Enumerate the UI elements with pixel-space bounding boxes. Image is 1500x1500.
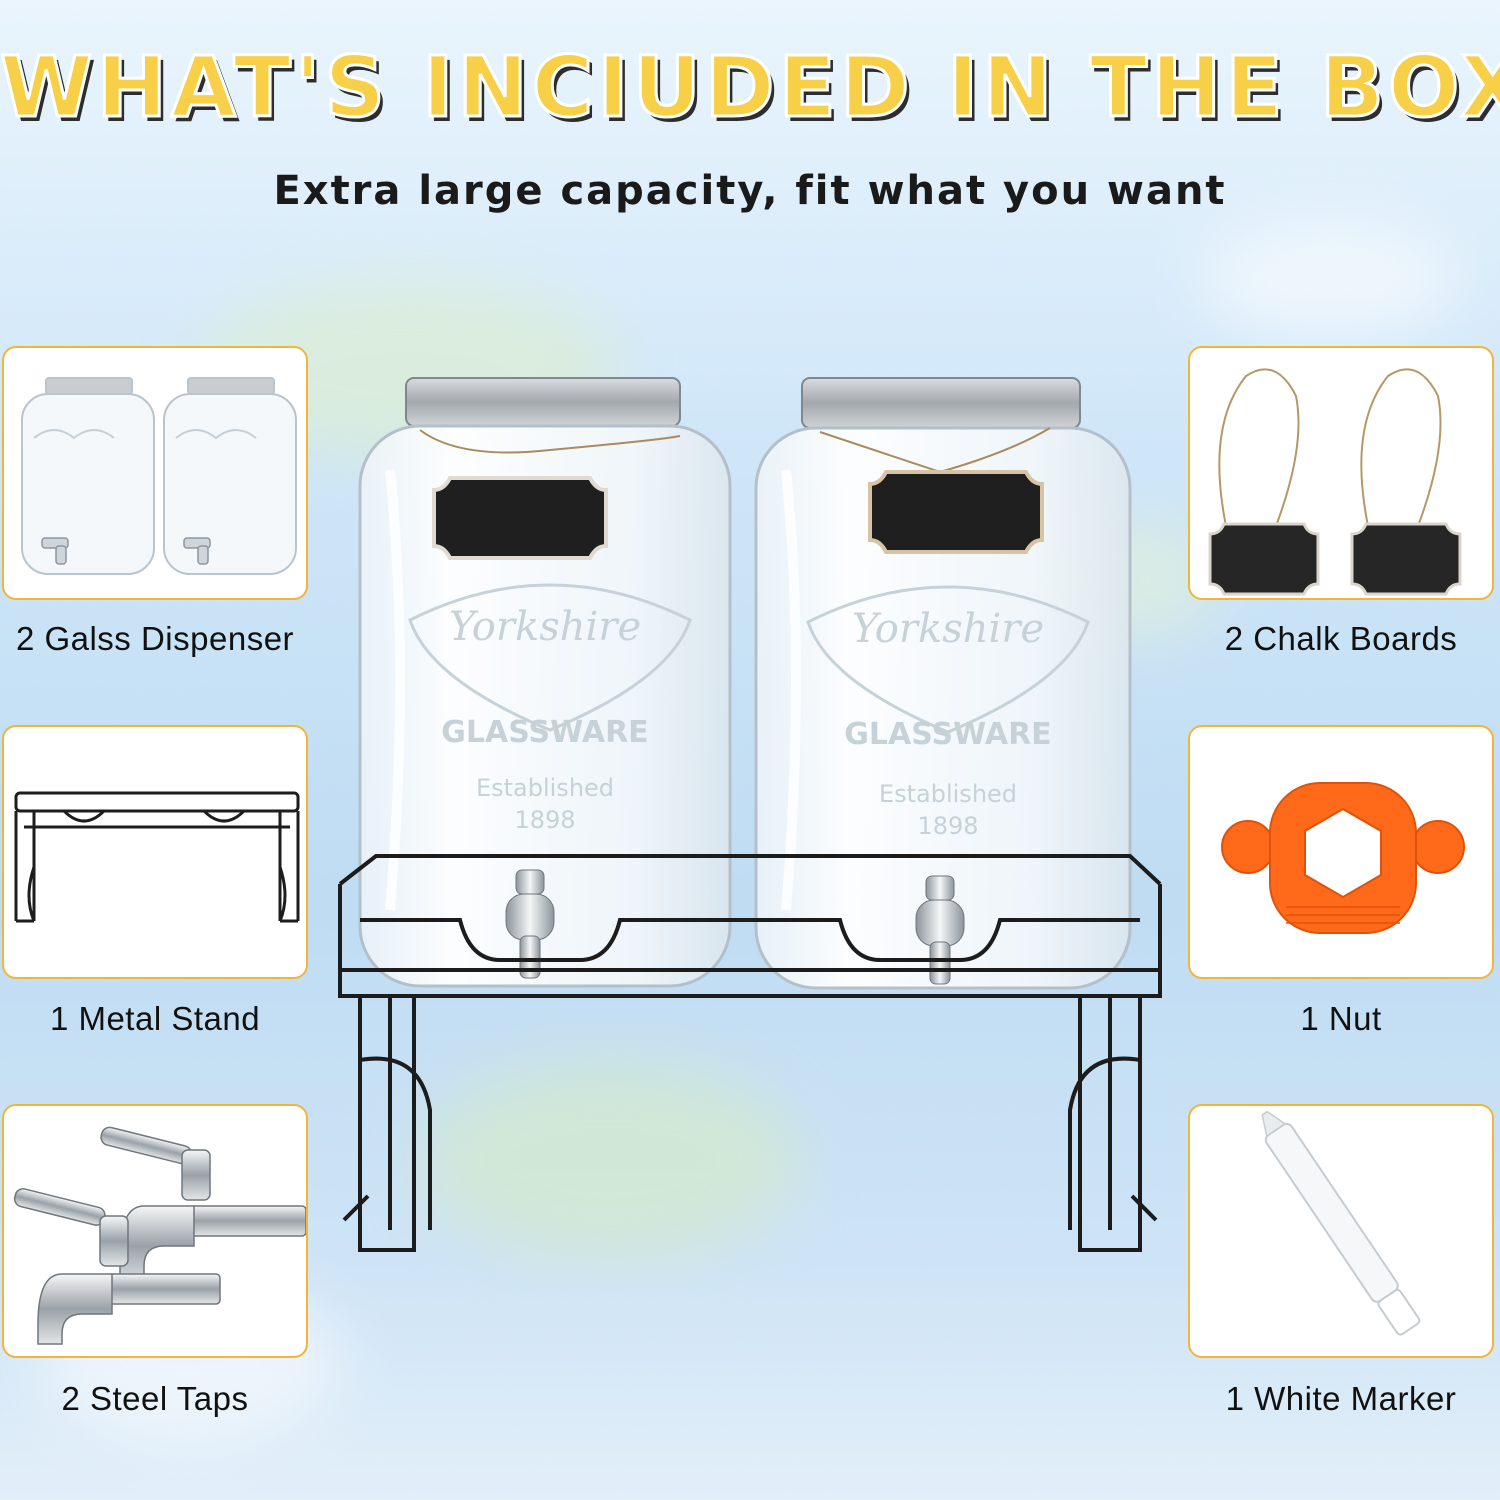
jar-glassware-text: GLASSWARE: [441, 715, 648, 750]
background-leaf-blur: [420, 1060, 800, 1260]
item-card-glass-dispenser: [2, 346, 308, 600]
item-card-metal-stand: [2, 725, 308, 979]
item-label: 1 Nut: [1300, 1000, 1382, 1037]
jar-brand-text: Yorkshire: [449, 604, 641, 650]
left-dispenser-jar: Yorkshire GLASSWARE Established 1898: [358, 377, 732, 988]
jar-year-text: 1898: [514, 806, 575, 834]
metal-stand-icon: [14, 791, 300, 923]
item-label: 2 Steel Taps: [61, 1380, 249, 1417]
glass-dispenser-icon: [21, 377, 297, 575]
marker-icon: [1261, 1110, 1421, 1336]
item-label: 2 Chalk Boards: [1224, 620, 1458, 657]
right-dispenser-jar: Yorkshire GLASSWARE Established 1898: [754, 377, 1132, 990]
jar-year-text: 1898: [917, 812, 978, 840]
left-tap-icon: [505, 869, 555, 979]
jar-brand-text: Yorkshire: [852, 606, 1044, 652]
steel-tap-icon: [13, 1126, 306, 1345]
jar-established-text: Established: [476, 774, 614, 802]
nut-icon: [1221, 782, 1465, 934]
item-card-chalk-boards: [1188, 346, 1494, 600]
jar-glassware-text: GLASSWARE: [844, 717, 1051, 752]
metal-stand: [338, 854, 1162, 1252]
right-tap-icon: [915, 875, 965, 985]
page-title: WHAT'S INCIUDED IN THE BOX: [0, 37, 1500, 138]
item-label: 2 Galss Dispenser: [15, 620, 295, 657]
item-label: 1 White Marker: [1225, 1380, 1457, 1417]
background-cloud-blur: [1200, 220, 1460, 340]
item-card-steel-taps: [2, 1104, 308, 1358]
item-label: 1 Metal Stand: [49, 1000, 261, 1037]
page-subtitle: Extra large capacity, fit what you want: [273, 168, 1227, 214]
hero-dispensers-on-stand: Yorkshire GLASSWARE Established 1898 Yor…: [338, 377, 1162, 1252]
item-card-white-marker: [1188, 1104, 1494, 1358]
jar-established-text: Established: [879, 780, 1017, 808]
item-card-nut: [1188, 725, 1494, 979]
chalkboard-icon: [1208, 368, 1462, 596]
